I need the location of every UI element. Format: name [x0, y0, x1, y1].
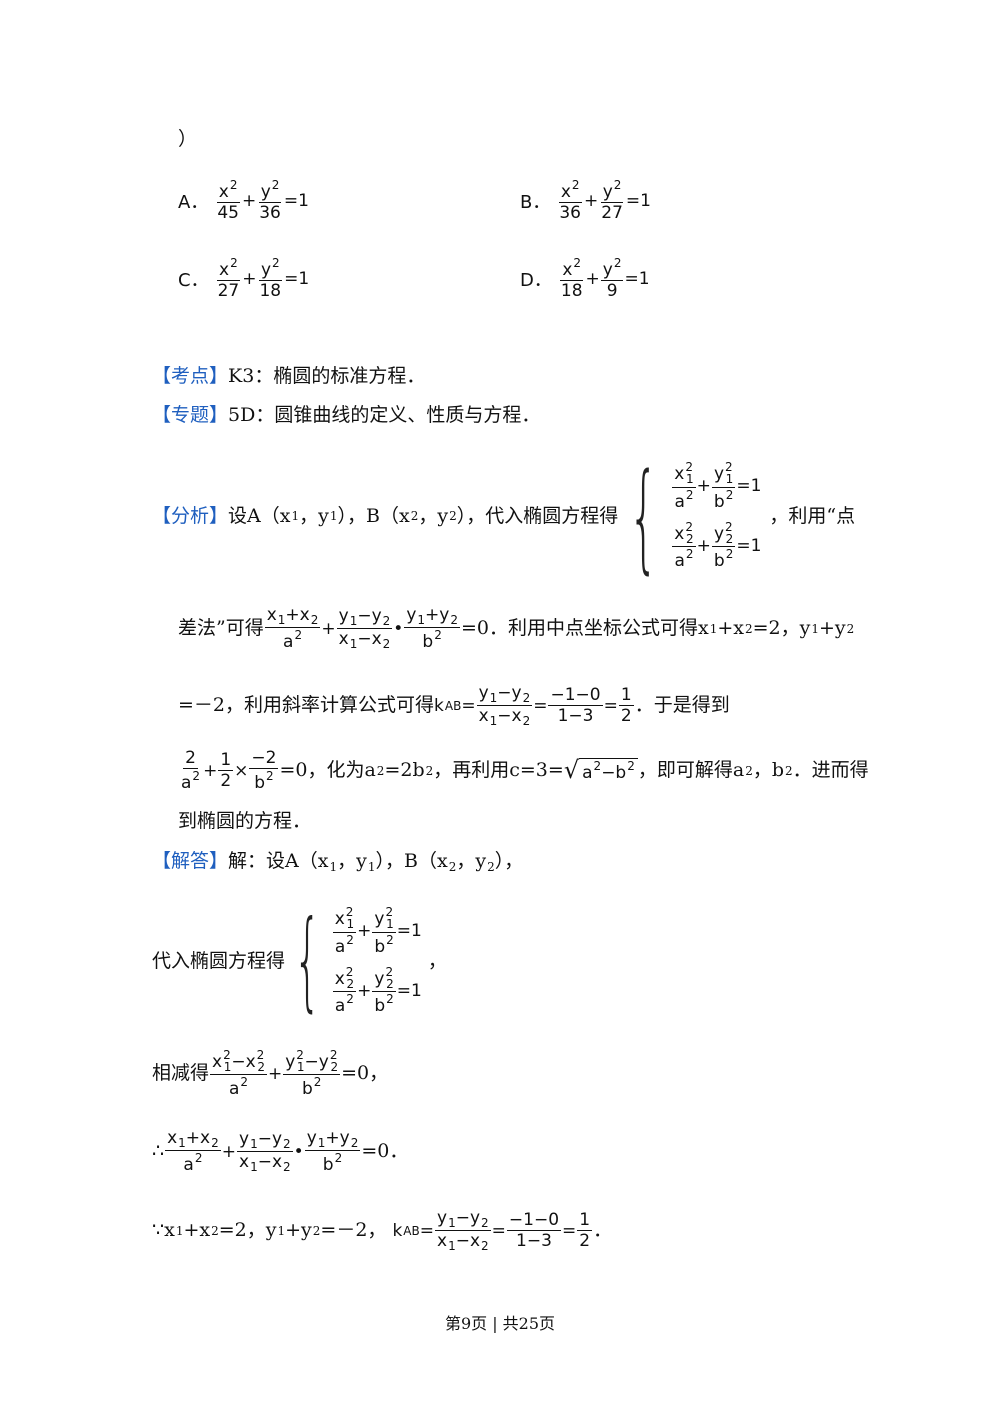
fenxi-line-5: 到椭圆的方程．: [178, 810, 312, 832]
zhuanti-line: 【专题】5D：圆锥曲线的定义、性质与方程．: [152, 404, 541, 426]
fenxi-tag: 分析: [171, 504, 210, 527]
kaodian-line: 【考点】K3：椭圆的标准方程．: [152, 365, 426, 387]
jieda-line-1: 【解答】解：设A（x1，y1），B（x2，y2），: [152, 850, 524, 874]
kaodian-text: K3：椭圆的标准方程．: [228, 365, 426, 387]
page-footer: 第9页 | 共25页: [444, 1314, 556, 1333]
option-d-label: D．: [520, 269, 552, 291]
closing-paren: ）: [178, 128, 198, 150]
jieda-tag: 解答: [171, 850, 210, 872]
kaodian-tag: 考点: [171, 365, 210, 387]
option-a-label: A．: [178, 191, 209, 213]
zhuanti-text: 5D：圆锥曲线的定义、性质与方程．: [228, 404, 541, 426]
zhuanti-tag: 专题: [171, 404, 210, 426]
option-c-label: C．: [178, 269, 209, 291]
option-b-label: B．: [520, 191, 551, 213]
